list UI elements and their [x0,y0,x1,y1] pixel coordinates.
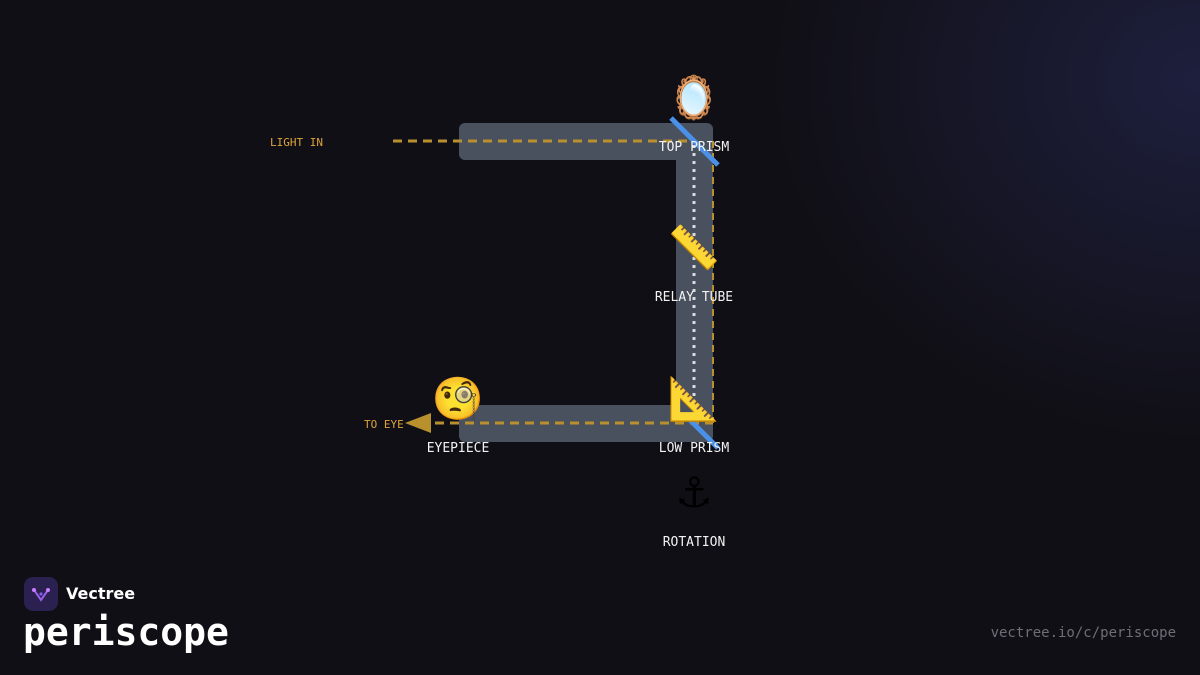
light-in-label: LIGHT IN [270,136,323,149]
anchor-icon: ⚓ [675,468,713,517]
to-eye-arrowhead [405,413,431,433]
low-prism-label: LOW PRISM [658,441,730,456]
eyepiece-label: EYEPIECE [426,441,490,456]
ruler-icon: 📏 [667,223,721,272]
vectree-logo-icon[interactable] [24,577,58,611]
monocle-face-icon: 🧐 [431,374,485,423]
low-mirror [688,418,720,450]
top-tube [459,123,713,160]
page-url[interactable]: vectree.io/c/periscope [990,625,1176,641]
relay-tube-label: RELAY TUBE [654,290,734,305]
top-prism-label: TOP PRISM [658,140,730,155]
rotation-label: ROTATION [662,535,726,550]
brand-name[interactable]: Vectree [66,584,136,603]
to-eye-label: TO EYE [364,418,404,431]
top-mirror [669,116,720,167]
mirror-icon: 🪞 [667,73,721,122]
page-title: periscope [23,610,229,654]
triangle-ruler-icon: 📐 [667,374,721,423]
